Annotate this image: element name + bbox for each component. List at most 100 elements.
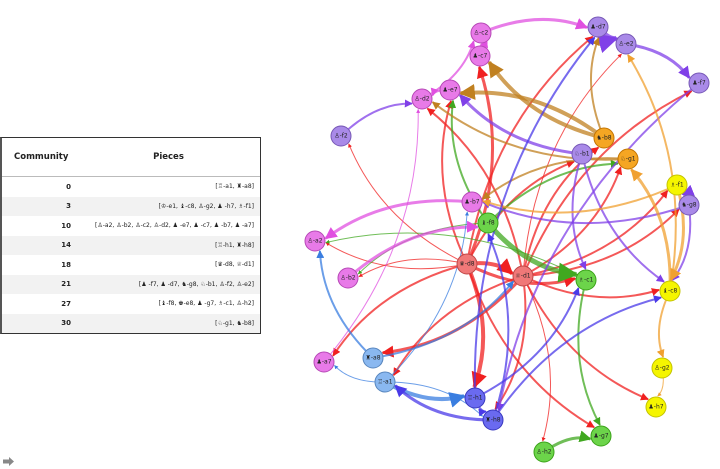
graph-node-label: ♞-b8 [596,135,611,142]
graph-node-label: ♞-g8 [681,202,696,209]
graph-edge [358,258,468,278]
graph-node-d2[interactable]: ♙-d2 [411,88,433,110]
graph-node-label: ♟-f7 [692,80,706,87]
graph-node-a2[interactable]: ♙-a2 [304,230,326,252]
community-pieces: [♛-d8, ♕-d1] [215,261,254,269]
graph-edge [381,275,525,358]
graph-node-label: ♙-f2 [334,133,348,140]
graph-edge [571,153,587,270]
graph-node-g2[interactable]: ♙-g2 [651,357,673,379]
graph-node-d7[interactable]: ♟-d7 [587,16,609,38]
community-id: 27 [61,299,71,308]
graph-node-a8[interactable]: ♜-a8 [362,347,384,369]
graph-node-f1[interactable]: ♗-f1 [666,174,688,196]
table-row: 14 [♖-h1, ♜-h8] [2,235,260,255]
graph-node-c2[interactable]: ♙-c2 [470,22,492,44]
graph-node-label: ♟-d7 [590,24,605,31]
graph-edge [466,263,595,429]
graph-edge [347,220,479,280]
graph-node-label: ♟-h7 [648,404,663,411]
graph-edge [669,184,685,282]
graph-nodes: ♙-c2 ♟-c7 ♟-e7 ♙-d2 ♟-d7 ♙-e2 ♟-f7 ♙-f2 ♞-b8♘-b1… [304,16,710,463]
community-id: 0 [66,182,71,191]
graph-node-c1[interactable]: ♗-c1 [575,269,597,291]
graph-edge [486,221,579,283]
table-row: 3 [♔-e1, ♝-c8, ♙-g2, ♟ -h7, ♗-f1] [2,196,260,216]
graph-edge [473,36,596,399]
graph-node-f2[interactable]: ♙-f2 [330,125,352,147]
graph-edge [522,275,552,442]
table-row: 27 [♝-f8, ♚-e8, ♟ -g7, ♗-c1, ♙-h2] [2,294,260,314]
graph-node-label: ♙-d2 [414,96,429,103]
graph-node-b2[interactable]: ♙-b2 [337,267,359,289]
community-column-header: Community [2,138,77,177]
graph-edge [522,53,622,277]
arrow-right-icon[interactable] [3,457,15,466]
graph-edge [372,280,515,359]
graph-node-h8[interactable]: ♜-h8 [482,409,504,431]
graph-edge [487,60,605,140]
graph-edge [340,99,413,137]
graph-edge [474,287,580,399]
graph-node-label: ♖-h1 [467,395,482,402]
graph-node-e7[interactable]: ♟-e7 [439,79,461,101]
graph-node-b1[interactable]: ♘-b1 [571,143,593,165]
graph-node-c7[interactable]: ♟-c7 [469,45,491,67]
graph-edge [630,168,672,292]
graph-node-label: ♟-g7 [593,433,608,440]
graph-node-label: ♟-c7 [473,53,488,60]
graph-node-d8[interactable]: ♛-d8 [456,253,478,275]
community-id: 18 [61,260,71,269]
graph-edge [332,263,468,357]
graph-node-h7[interactable]: ♟-h7 [645,396,667,418]
graph-edge [581,153,665,283]
graph-edge [480,17,589,35]
graph-edge [348,143,468,265]
graph-node-g8[interactable]: ♞-g8 [678,194,700,216]
graph-node-g7[interactable]: ♟-g7 [590,425,612,447]
graph-node-c8[interactable]: ♝-c8 [659,280,681,302]
graph-node-h2[interactable]: ♙-h2 [533,441,555,463]
graph-edge [325,232,587,281]
graph-edge [441,100,468,265]
graph-edge [448,99,489,224]
graph-edge [384,380,466,408]
community-id: 21 [2,274,77,294]
graph-edge [465,65,495,265]
graph-edge [392,275,524,376]
community-id: 10 [61,221,71,230]
graph-node-label: ♛-d8 [459,261,474,268]
table-row: 21 [♟ -f7, ♟ -d7, ♞-g8, ♘-b1, ♙-f2, ♙-e2… [2,274,260,294]
table-row: 0 [♖-a1, ♜-a8] [2,177,260,197]
graph-node-label: ♟-b7 [464,199,479,206]
table-row: 18 [♛-d8, ♕-d1] [2,255,260,275]
community-pieces: [♝-f8, ♚-e8, ♟ -g7, ♗-c1, ♙-h2] [158,300,254,308]
community-pieces: [♔-e1, ♝-c8, ♙-g2, ♟ -h7, ♗-f1] [77,196,260,216]
graph-node-f8[interactable]: ♝-f8 [477,212,499,234]
graph-node-a1[interactable]: ♖-a1 [374,371,396,393]
graph-edge [481,157,629,200]
piece-interaction-graph: ♙-c2 ♟-c7 ♟-e7 ♙-d2 ♟-d7 ♙-e2 ♟-f7 ♙-f2 ♞-b8♘-b1… [304,16,710,463]
graph-node-f7[interactable]: ♟-f7 [688,72,710,94]
community-table: Community Pieces 0 [♖-a1, ♜-a8] 3 [♔-e1,… [2,138,260,333]
graph-node-label: ♙-h2 [536,449,551,456]
table-row: 30 [♘-g1, ♞-b8] [2,313,260,333]
graph-edge [627,54,677,292]
graph-node-a7[interactable]: ♟-a7 [313,351,335,373]
graph-node-label: ♗-f1 [670,182,684,189]
graph-edge [431,101,629,161]
graph-node-b8[interactable]: ♞-b8 [593,127,615,149]
graph-edge [494,275,527,410]
graph-edge [625,42,691,79]
community-pieces: [♙-a2, ♙-b2, ♙-c2, ♙-d2, ♟ -e7, ♟ -c7, ♟… [95,222,254,230]
graph-node-label: ♙-e2 [618,41,633,48]
graph-node-d1[interactable]: ♕-d1 [512,265,534,287]
graph-node-b7[interactable]: ♟-b7 [461,191,483,213]
graph-node-h1[interactable]: ♖-h1 [464,387,486,409]
graph-node-g1[interactable]: ♘-g1 [617,148,639,170]
graph-edge [522,208,680,277]
graph-node-label: ♙-c2 [474,30,489,37]
graph-edge [577,279,601,426]
graph-node-e2[interactable]: ♙-e2 [615,33,637,55]
graph-node-label: ♙-a2 [307,238,322,245]
